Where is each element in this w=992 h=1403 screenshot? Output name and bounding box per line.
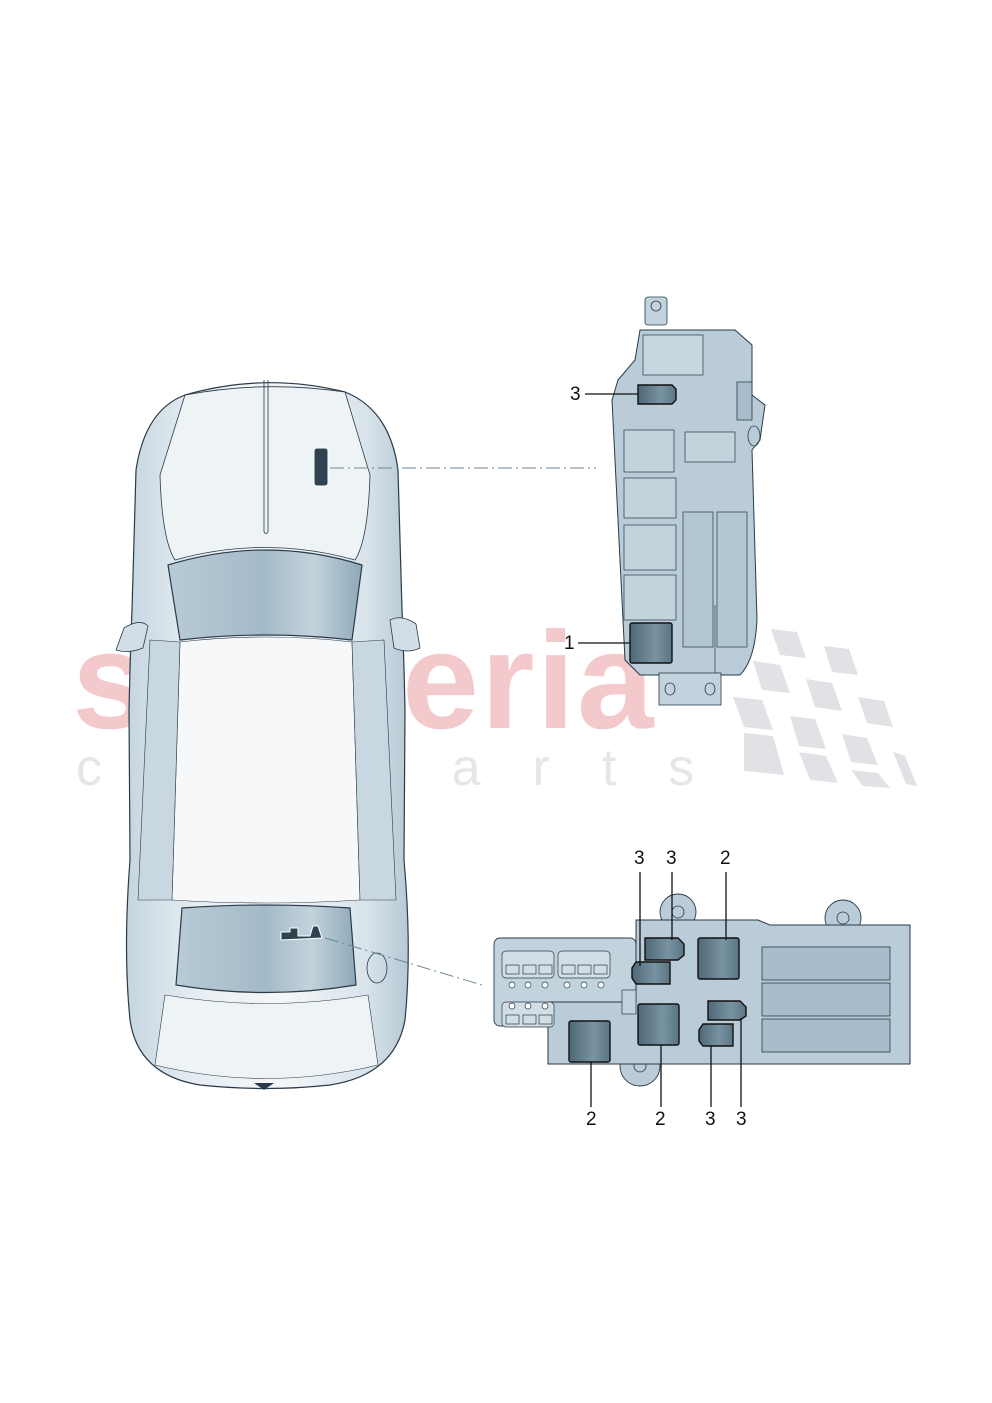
callout-rear-top-3b: 3 xyxy=(666,848,677,869)
callout-rear-bottom-3b: 3 xyxy=(736,1109,747,1130)
rear-carrier-location-marker xyxy=(280,925,323,941)
callout-rear-top-3a: 3 xyxy=(634,848,645,869)
rear-relay-2c xyxy=(568,1020,611,1063)
rear-relay-3b xyxy=(631,961,671,985)
callout-front-relay-3: 3 xyxy=(570,384,581,405)
callout-front-relay-1: 1 xyxy=(564,633,575,654)
rear-relay-3a xyxy=(644,937,685,961)
callout-rear-bottom-2b: 2 xyxy=(655,1109,666,1130)
callout-rear-bottom-2a: 2 xyxy=(586,1109,597,1130)
rear-relay-3c xyxy=(707,1000,747,1021)
callout-rear-top-2: 2 xyxy=(720,848,731,869)
rear-relay-3d xyxy=(698,1023,734,1047)
callout-rear-bottom-3a: 3 xyxy=(705,1109,716,1130)
rear-relay-2b xyxy=(637,1003,680,1046)
front-carrier-location-marker xyxy=(313,447,329,487)
rear-relay-2a xyxy=(697,937,740,980)
front-relay-3 xyxy=(637,384,677,405)
